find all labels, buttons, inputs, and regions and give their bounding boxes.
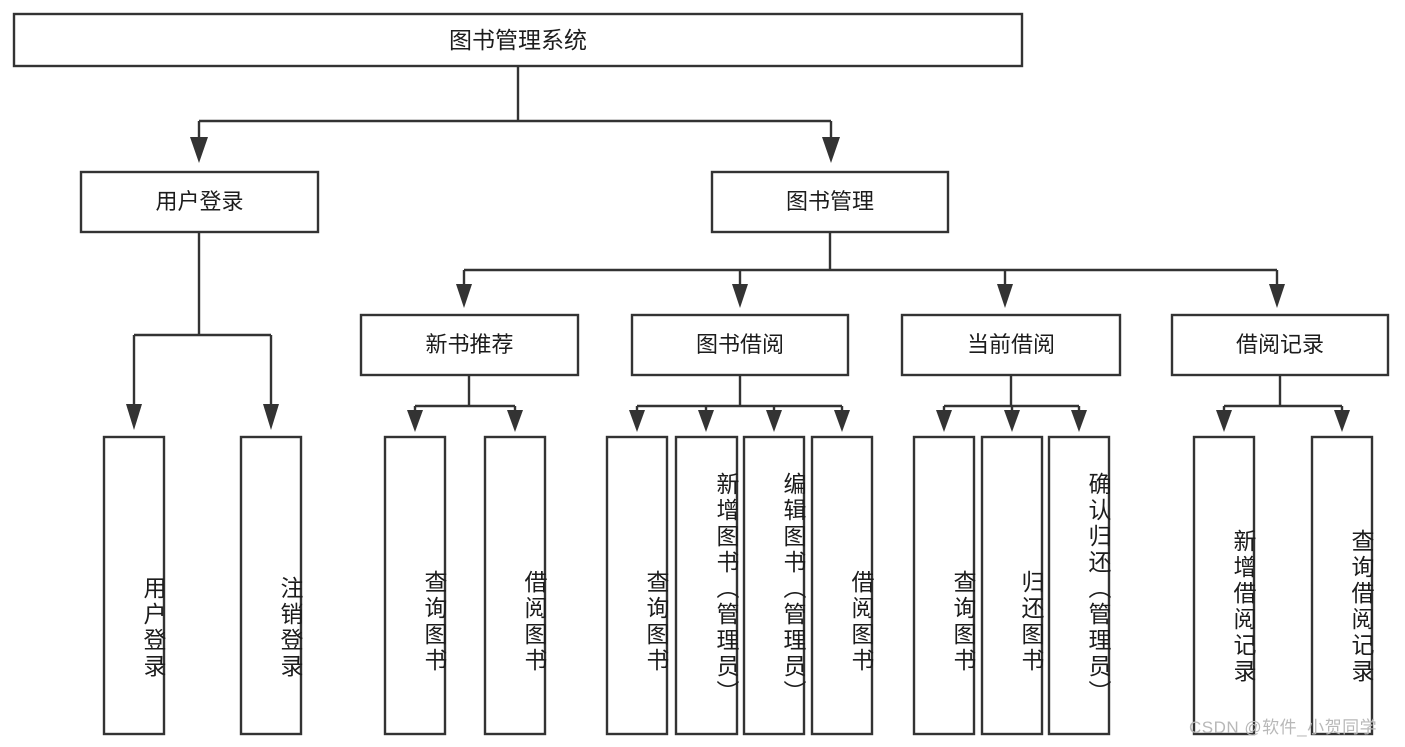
arrowhead-leaf-logout-login: [263, 404, 279, 430]
arrowhead-root-to-user-login: [190, 137, 208, 163]
node-box-book-manage[interactable]: [710, 170, 950, 234]
node-box-leaf-confirm-return[interactable]: [1047, 435, 1111, 736]
watermark-text: CSDN @软件_小贺同学: [1189, 718, 1378, 737]
arrowhead-to-borrow-record: [1269, 284, 1285, 308]
edge-group-userlogin-to-leaves: [126, 232, 279, 430]
node-box-new-book-rec[interactable]: [359, 313, 580, 377]
node-box-leaf-edit-book[interactable]: [742, 435, 806, 736]
arrowhead-leaf-edit-book: [766, 410, 782, 432]
arrowhead-leaf-return-book: [1004, 410, 1020, 432]
node-box-leaf-query-borrow-record[interactable]: [1310, 435, 1374, 736]
arrowhead-to-book-borrow: [732, 284, 748, 308]
arrowhead-leaf-query-book-current: [936, 410, 952, 432]
edge-group-root-to-level1: [190, 66, 840, 163]
edge-group-currentborrow-to-leaves: [936, 375, 1087, 432]
node-box-leaf-query-book-current[interactable]: [912, 435, 976, 736]
node-box-leaf-query-book-borrow[interactable]: [605, 435, 669, 736]
arrowhead-leaf-borrow-book: [834, 410, 850, 432]
arrowhead-leaf-query-book-borrow: [629, 410, 645, 432]
edge-group-borrowrecord-to-leaves: [1216, 375, 1350, 432]
node-box-borrow-record[interactable]: [1170, 313, 1390, 377]
arrowhead-leaf-confirm-return: [1071, 410, 1087, 432]
edge-group-newbookrec-to-leaves: [407, 375, 523, 432]
node-box-book-borrow[interactable]: [630, 313, 850, 377]
arrowhead-to-new-book-rec: [456, 284, 472, 308]
node-box-leaf-logout-login[interactable]: [239, 435, 303, 736]
arrowhead-leaf-borrow-book-rec: [507, 410, 523, 432]
edge-group-bookborrow-to-leaves: [629, 375, 850, 432]
node-box-leaf-query-book-rec[interactable]: [383, 435, 447, 736]
node-box-current-borrow[interactable]: [900, 313, 1122, 377]
node-box-user-login[interactable]: [79, 170, 320, 234]
node-box-leaf-borrow-book[interactable]: [810, 435, 874, 736]
arrowhead-leaf-query-book-rec: [407, 410, 423, 432]
node-box-leaf-return-book[interactable]: [980, 435, 1044, 736]
node-box-leaf-borrow-book-rec[interactable]: [483, 435, 547, 736]
arrowhead-leaf-user-login: [126, 404, 142, 430]
node-box-root[interactable]: [12, 12, 1024, 68]
arrowhead-to-current-borrow: [997, 284, 1013, 308]
arrowhead-root-to-book-manage: [822, 137, 840, 163]
node-box-leaf-user-login[interactable]: [102, 435, 166, 736]
arrowhead-leaf-add-borrow-record: [1216, 410, 1232, 432]
arrowhead-leaf-add-book: [698, 410, 714, 432]
arrowhead-leaf-query-borrow-record: [1334, 410, 1350, 432]
node-box-leaf-add-borrow-record[interactable]: [1192, 435, 1256, 736]
edge-group-bookmanage-to-level2: [456, 232, 1285, 308]
node-box-leaf-add-book[interactable]: [674, 435, 739, 736]
